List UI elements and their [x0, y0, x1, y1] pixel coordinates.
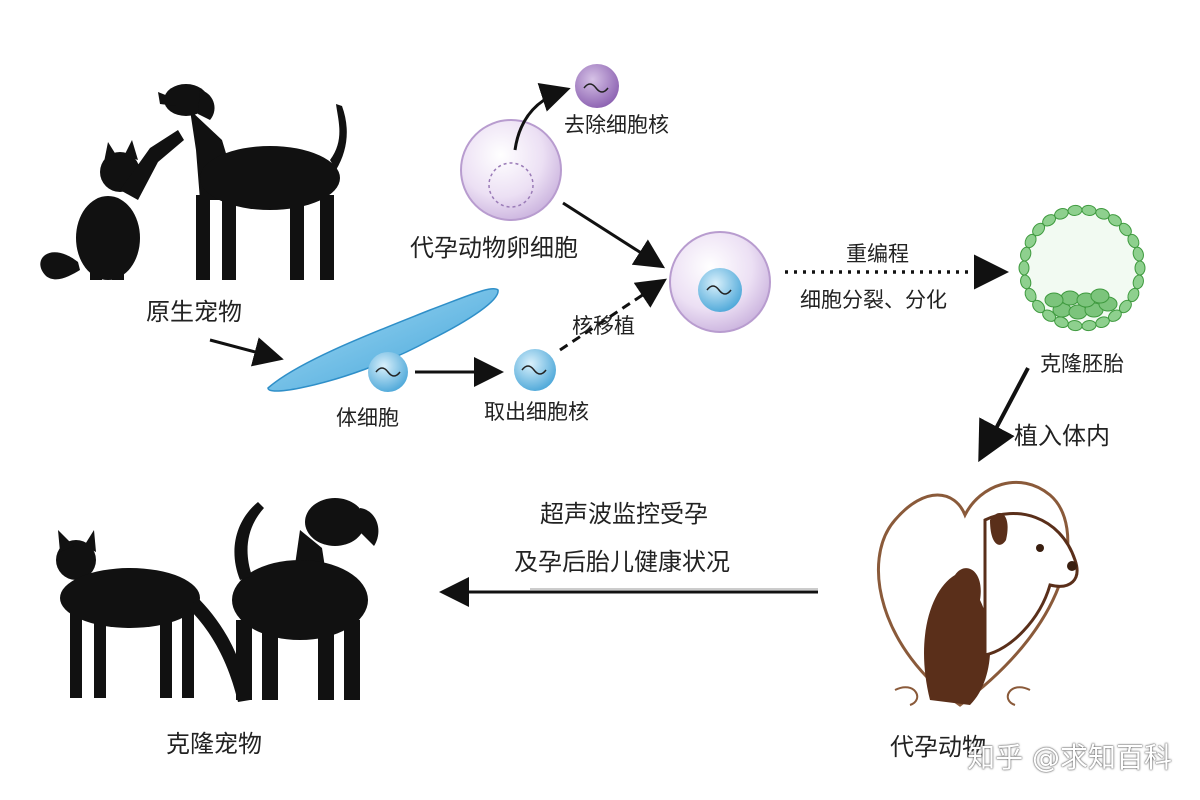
label-nuclear-transfer: 核移植	[572, 314, 635, 338]
somatic-cell	[267, 288, 499, 392]
cat-silhouette-cloned	[56, 530, 250, 702]
surrogate-animal-emblem	[876, 480, 1079, 707]
watermark: 知乎 @求知百科	[967, 741, 1172, 774]
dog-silhouette-cloned	[232, 498, 379, 700]
embryo-inner-cell	[1090, 288, 1110, 304]
label-implant: 植入体内	[1014, 422, 1110, 450]
label-ultrasound-line1: 超声波监控受孕	[540, 500, 708, 528]
label-cloned-embryo: 克隆胚胎	[1040, 352, 1124, 376]
label-extract-nucleus: 取出细胞核	[484, 400, 589, 424]
label-ultrasound-line2: 及孕后胎儿健康状况	[514, 548, 730, 576]
label-cell-division: 细胞分裂、分化	[800, 288, 947, 312]
embryo-trophoblast-cell	[1018, 260, 1030, 276]
cloned-embryo	[1018, 204, 1146, 332]
label-remove-nucleus: 去除细胞核	[564, 113, 669, 137]
arrow-egg-to-reconstructed	[562, 201, 666, 269]
arrow-nuclear-transfer	[559, 278, 667, 352]
extracted-nucleus	[514, 349, 556, 391]
embryo-inner-cell	[1060, 290, 1080, 306]
dog-silhouette-original	[158, 84, 347, 280]
label-somatic-cell: 体细胞	[336, 406, 399, 430]
original-pet-illustration	[40, 84, 347, 280]
reconstructed-egg	[669, 231, 771, 333]
embryo-trophoblast-cell	[1134, 260, 1146, 276]
arrow-implant	[978, 367, 1030, 463]
label-original-pet: 原生宠物	[146, 298, 242, 326]
arrow-remove-nucleus	[513, 83, 571, 151]
arrow-pet-to-cell	[209, 337, 284, 367]
embryo-trophoblast-cell	[1132, 246, 1144, 262]
cat-silhouette-original	[40, 130, 184, 280]
removed-nucleus	[575, 64, 619, 108]
cat-silhouette-surrogate	[924, 568, 991, 705]
label-surrogate-animal: 代孕动物	[890, 733, 986, 761]
label-reprogramming: 重编程	[846, 242, 909, 266]
cloned-pet-illustration	[56, 498, 379, 702]
surrogate-egg-cell	[460, 119, 562, 221]
embryo-inner-cell	[1044, 292, 1064, 308]
dog-silhouette-surrogate	[983, 512, 1079, 657]
label-surrogate-egg: 代孕动物卵细胞	[410, 234, 578, 262]
label-cloned-pet: 克隆宠物	[166, 730, 262, 758]
dna-icon	[375, 367, 401, 377]
